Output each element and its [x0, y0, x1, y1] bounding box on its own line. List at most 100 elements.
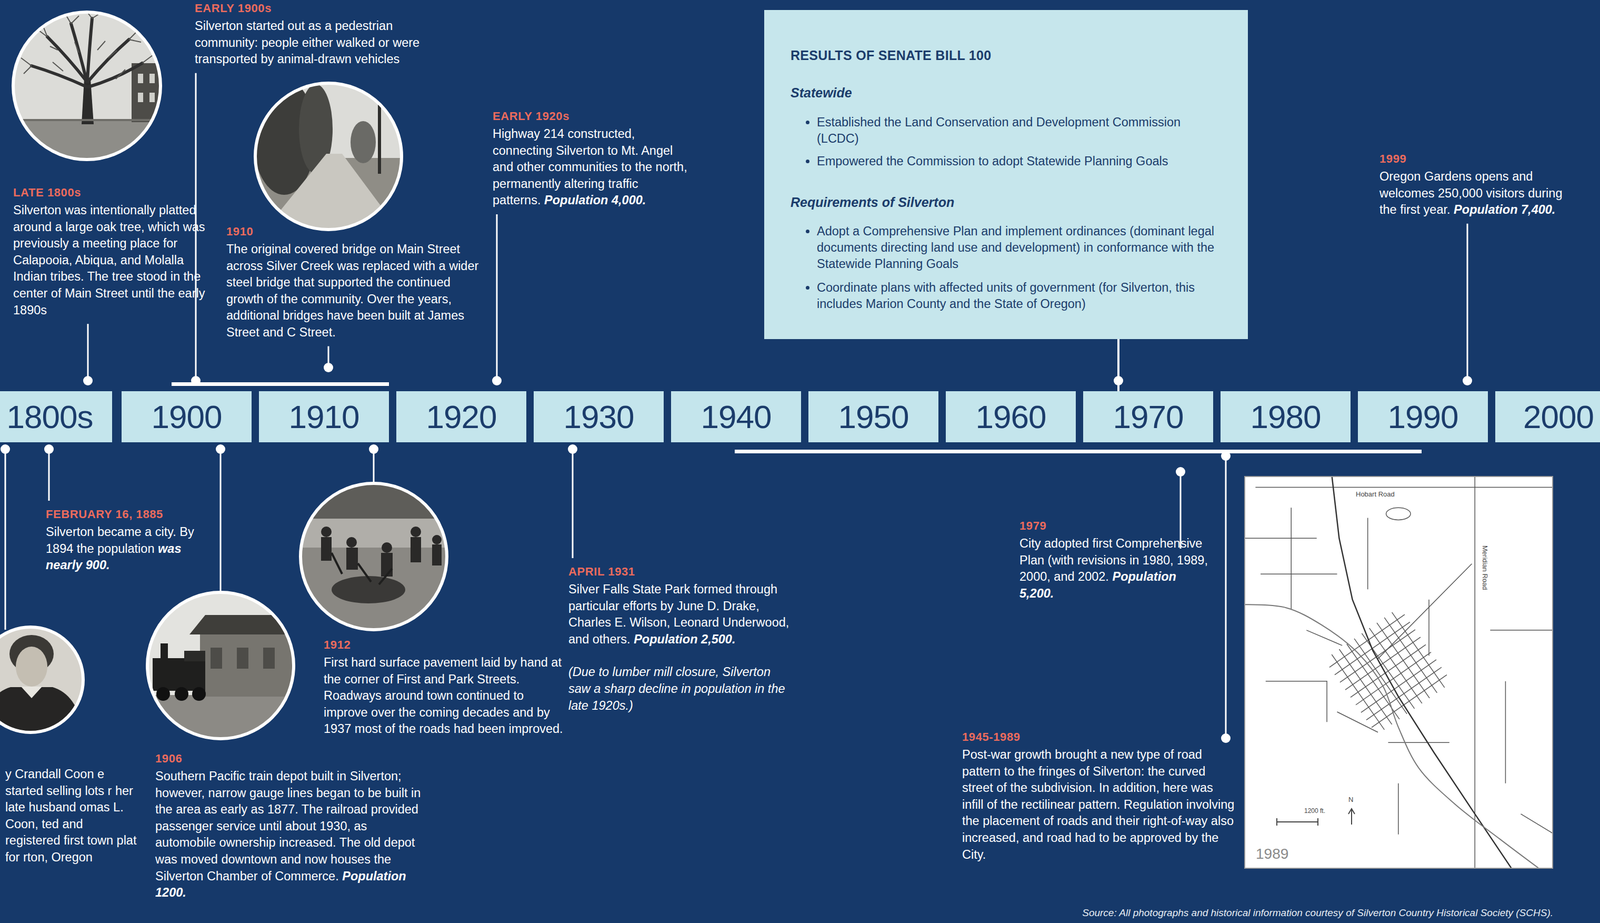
map-road [1255, 486, 1554, 488]
train-depot-photo [189, 614, 300, 635]
map-road [1291, 507, 1293, 610]
oak-tree-photo [137, 73, 144, 84]
street-photo [350, 121, 376, 164]
map-road [1397, 783, 1399, 835]
timeline-dot [191, 375, 201, 386]
decade-label: 1800s [6, 400, 94, 434]
oak-tree-photo [88, 63, 143, 87]
timeline-dot [1221, 733, 1231, 743]
map-road [1392, 612, 1445, 688]
scale-bar [1276, 817, 1318, 826]
paving-crew-photo [298, 481, 452, 519]
panel-subheading: Requirements of Silverton [790, 193, 1222, 211]
timeline-dot [0, 444, 10, 454]
map-creek [1245, 604, 1542, 869]
event-text: Post-war growth brought a new type of ro… [962, 747, 1235, 862]
photo-frame [0, 626, 84, 733]
event-date: 1912 [323, 637, 564, 653]
paving-crew-photo [381, 542, 393, 553]
train-depot-photo [174, 686, 189, 701]
decade-label: 1960 [975, 400, 1047, 434]
timeline-dot [1113, 375, 1124, 386]
oak-tree-photo [10, 9, 164, 163]
street-photo [252, 78, 406, 237]
map-road [1384, 617, 1437, 693]
decade-box: 1900 [121, 391, 252, 443]
leader-line [373, 448, 375, 482]
oak-tree-photo [137, 92, 144, 103]
paving-crew-photo [432, 534, 442, 545]
decade-box: 1930 [533, 391, 664, 443]
decade-label: 1910 [288, 400, 360, 434]
leader-line [1466, 223, 1469, 381]
map-label: 1989 [1255, 845, 1289, 863]
train-depot-photo [145, 589, 300, 743]
map-label: 1200 ft. [1304, 807, 1326, 815]
timeline-event: APRIL 1931Silver Falls State Park formed… [568, 564, 790, 714]
paving-crew-photo [432, 544, 442, 566]
event-date: 1979 [1019, 518, 1208, 534]
timeline-event: 1912First hard surface pavement laid by … [323, 637, 564, 738]
street-photo [263, 153, 400, 232]
leader-line [1225, 455, 1227, 738]
results-panel: RESULTS OF SENATE BILL 100StatewideEstab… [764, 10, 1248, 339]
oak-tree-photo [21, 11, 153, 79]
paving-crew-photo [321, 536, 332, 561]
portrait-photo [15, 646, 48, 687]
north-arrow [1348, 808, 1355, 825]
timeline-event: 1999Oregon Gardens opens and welcomes 25… [1379, 151, 1575, 219]
event-text: Southern Pacific train depot built in Si… [155, 768, 421, 883]
decade-label: 1900 [151, 400, 223, 434]
panel-bullet: Empowered the Commission to adopt Statew… [816, 153, 1222, 170]
event-date: APRIL 1931 [568, 564, 790, 579]
decade-label: 1940 [701, 400, 772, 434]
event-date: 1910 [226, 224, 490, 239]
event-date: EARLY 1900s [194, 1, 443, 16]
timeline-dot [368, 444, 379, 454]
paving-crew-photo [410, 536, 422, 563]
event-date: LATE 1800s [13, 185, 209, 200]
timeline-dot [492, 375, 502, 386]
map-road [1337, 711, 1379, 733]
map-railroad [1332, 476, 1513, 869]
map-road [1505, 681, 1507, 784]
decade-label: 2000 [1523, 400, 1594, 434]
train-depot-photo [145, 589, 298, 743]
timeline-dot [215, 444, 226, 454]
event-text: Silverton started out as a pedestrian co… [194, 18, 420, 66]
timeline-bracket [171, 382, 389, 386]
leader-line [4, 448, 7, 630]
oak-tree-photo [50, 41, 126, 79]
oak-tree-photo [149, 73, 155, 84]
leader-line [220, 448, 222, 591]
timeline-dot [323, 362, 334, 373]
decade-box: 1960 [945, 391, 1076, 443]
event-date: 1945-1989 [962, 729, 1237, 745]
decade-label: 1950 [838, 400, 909, 434]
population-figure: Population 4,000. [544, 193, 646, 207]
oak-tree-photo [10, 120, 164, 163]
event-text: First hard surface pavement laid by hand… [323, 655, 564, 736]
timeline-event: 1979City adopted first Comprehensive Pla… [1019, 518, 1208, 602]
map-road [1306, 630, 1343, 646]
timeline-dot [1175, 466, 1186, 477]
event-date: 1999 [1379, 151, 1575, 167]
timeline-dot [44, 444, 54, 454]
map-road [1490, 629, 1554, 631]
source-note: Source: All photographs and historical i… [789, 906, 1554, 919]
decade-label: 1930 [563, 400, 635, 434]
map-road [1366, 666, 1442, 720]
paving-crew-photo [321, 526, 332, 537]
oak-tree-photo [31, 65, 87, 87]
decade-box: 1950 [808, 391, 939, 443]
oak-tree-photo [31, 18, 143, 87]
panel-heading: RESULTS OF SENATE BILL 100 [790, 46, 1222, 64]
map-road [1387, 741, 1449, 743]
timeline-event: 1910The original covered bridge on Main … [226, 224, 490, 342]
decade-label: 1980 [1250, 400, 1322, 434]
event-text: Silverton was intentionally platted arou… [13, 203, 205, 317]
population-figure: Population 7,400. [1453, 202, 1556, 217]
paving-crew-photo [331, 552, 393, 585]
portrait-photo [0, 625, 90, 737]
